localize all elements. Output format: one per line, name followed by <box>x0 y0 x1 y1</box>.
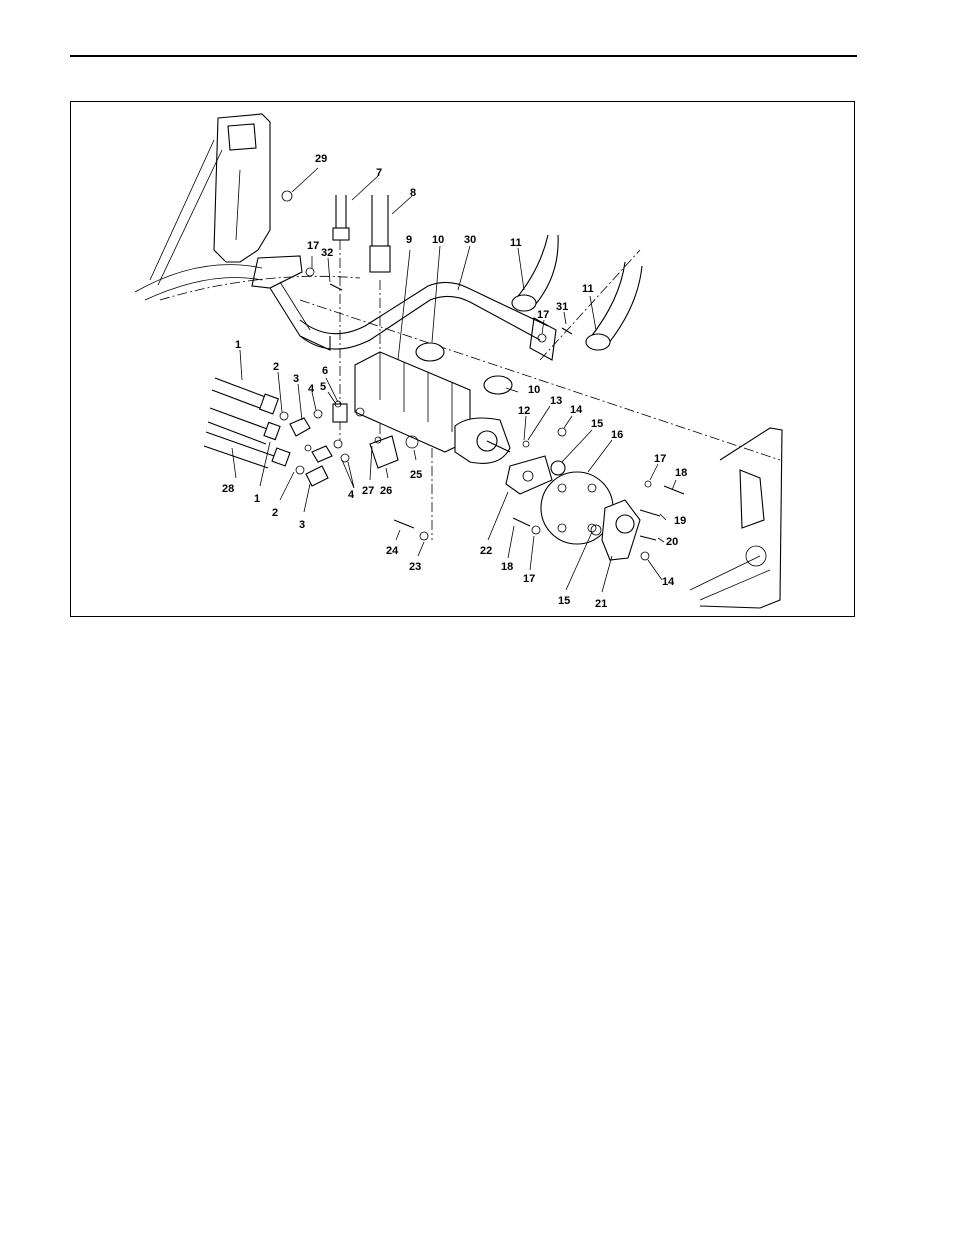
callout-3-upper: 3 <box>293 373 299 385</box>
callout-17-lower: 17 <box>523 573 535 585</box>
callout-2-lower: 2 <box>272 507 278 519</box>
callout-14-upper: 14 <box>570 404 583 416</box>
callout-17-left: 17 <box>307 240 319 252</box>
chassis-frame-right <box>690 428 782 608</box>
callout-14-lower: 14 <box>662 576 675 588</box>
callout-20: 20 <box>666 536 678 548</box>
callout-32: 32 <box>321 247 333 259</box>
callout-18-lower: 18 <box>501 561 513 573</box>
callout-17-tube: 17 <box>537 309 549 321</box>
callout-27: 27 <box>362 485 374 497</box>
mounting-hardware <box>282 191 684 560</box>
callout-23: 23 <box>409 561 421 573</box>
callout-9: 9 <box>406 234 412 246</box>
callout-10-upper: 10 <box>432 234 444 246</box>
callout-13: 13 <box>550 395 562 407</box>
hose-clamp-lower <box>484 376 512 394</box>
callout-4-upper: 4 <box>308 383 315 395</box>
callout-29: 29 <box>315 153 327 165</box>
callout-24: 24 <box>386 545 399 557</box>
hose-8 <box>370 195 390 272</box>
callout-18-right: 18 <box>675 467 687 479</box>
callout-15-lower: 15 <box>558 595 570 607</box>
callout-6: 6 <box>322 365 328 377</box>
hose-7 <box>333 195 349 240</box>
callout-1-upper: 1 <box>235 339 241 351</box>
callout-28: 28 <box>222 483 234 495</box>
chassis-frame-left <box>135 114 360 300</box>
hose-clamp-upper <box>416 343 444 361</box>
callout-5: 5 <box>320 381 326 393</box>
callout-31: 31 <box>556 301 568 313</box>
hose-bracket <box>252 256 330 350</box>
callout-1-lower: 1 <box>254 493 260 505</box>
callout-3-lower: 3 <box>299 519 305 531</box>
callout-10-lower: 10 <box>528 384 540 396</box>
callout-15-upper: 15 <box>591 418 603 430</box>
callout-11-lower: 11 <box>582 283 594 295</box>
callout-11-upper: 11 <box>510 237 522 249</box>
callout-17-right: 17 <box>654 453 666 465</box>
callout-21: 21 <box>595 598 607 610</box>
callout-30: 30 <box>464 234 476 246</box>
callout-12: 12 <box>518 405 530 417</box>
callout-2-upper: 2 <box>273 361 279 373</box>
hose-group-left <box>204 378 290 468</box>
callout-8: 8 <box>410 187 416 199</box>
callout-26: 26 <box>380 485 392 497</box>
callout-22: 22 <box>480 545 492 557</box>
callout-7: 7 <box>376 167 382 179</box>
callout-25: 25 <box>410 469 422 481</box>
callout-16: 16 <box>611 429 623 441</box>
callout-19: 19 <box>674 515 686 527</box>
callout-4-lower: 4 <box>348 489 355 501</box>
hose-11-lower <box>586 262 642 350</box>
